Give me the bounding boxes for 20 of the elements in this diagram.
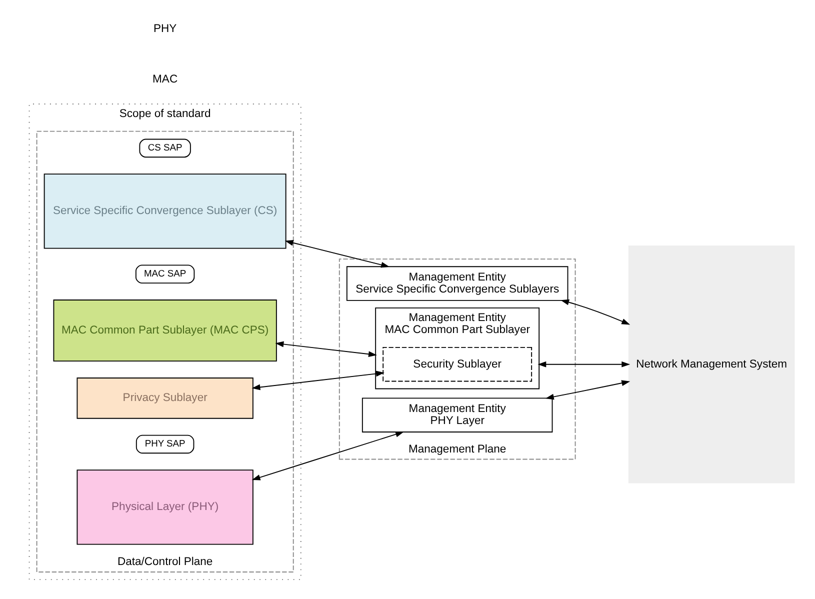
- node-box: Management Entity Service Specific Convergence Sublayers: [346, 266, 568, 301]
- node-box: Network Management System: [628, 245, 794, 484]
- arrow: [251, 370, 384, 390]
- label: PHY: [152, 22, 176, 35]
- label: MAC: [152, 74, 178, 86]
- node-box: CS SAP: [138, 138, 190, 158]
- node-box: Security Sublayer: [382, 346, 532, 382]
- node-box: Privacy Sublayer: [76, 378, 253, 419]
- node-box: Physical Layer (PHY): [76, 470, 253, 545]
- arrow: [274, 341, 376, 358]
- arrow: [284, 240, 390, 268]
- arrow: [251, 431, 404, 480]
- node-box: PHY SAP: [135, 434, 194, 454]
- arrow: [537, 361, 630, 368]
- node-box: MAC Common Part Sublayer (MAC CPS): [52, 300, 276, 362]
- node-box: Service Specific Convergence Sublayer (CS): [43, 174, 286, 249]
- arrow: [560, 299, 630, 325]
- node-box: Management Entity PHY Layer: [361, 398, 552, 432]
- node-box: MAC SAP: [134, 264, 194, 284]
- arrow: [544, 380, 630, 400]
